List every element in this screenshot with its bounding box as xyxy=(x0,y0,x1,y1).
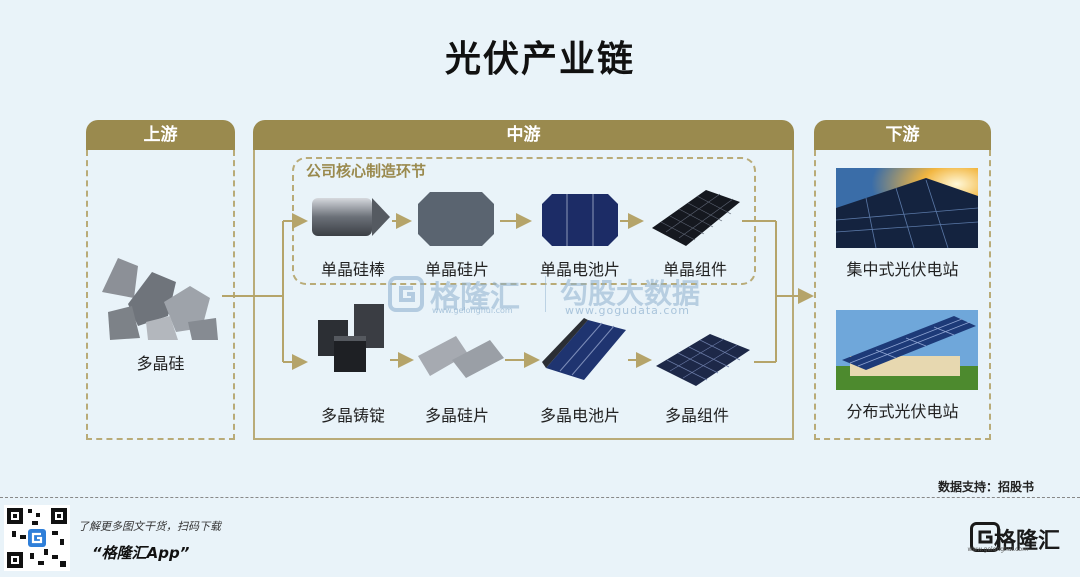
core-manufacturing-label: 公司核心制造环节 xyxy=(302,160,431,181)
gogudata-watermark-url: www.gogudata.com xyxy=(565,304,690,317)
upstream-item-label: 多晶硅 xyxy=(136,354,185,373)
mono-chain-label-2: 单晶硅片 xyxy=(424,260,489,279)
brand-name: 格隆汇 xyxy=(993,529,1060,554)
brand-url: www.gelonghui.com xyxy=(967,546,1028,553)
mono-cell-image xyxy=(542,194,618,246)
gogudata-watermark: 勾股大数据 xyxy=(560,277,701,310)
poly-ingot-image xyxy=(318,304,384,372)
downstream-label-centralized: 集中式光伏电站 xyxy=(846,260,959,279)
midstream-header: 中游 xyxy=(253,120,794,150)
downstream-header: 下游 xyxy=(814,120,991,150)
distributed-station-image xyxy=(836,310,978,390)
poly-chain-label-3: 多晶电池片 xyxy=(539,406,620,425)
mono-chain-label-1: 单晶硅棒 xyxy=(320,260,385,279)
mono-silicon-rod-image xyxy=(312,198,390,236)
watermark-divider xyxy=(545,276,546,312)
downstream-body xyxy=(814,150,991,440)
poly-module-image xyxy=(656,334,750,386)
mono-wafer-image xyxy=(418,192,494,246)
downstream-column: 下游 xyxy=(814,120,991,440)
mono-chain-label-3: 单晶电池片 xyxy=(539,260,620,279)
gelonghui-watermark-url: www.gelonghui.com xyxy=(432,306,513,315)
centralized-station-image xyxy=(836,168,978,248)
data-source: 数据支持：招股书 xyxy=(937,480,1034,494)
poly-cell-image xyxy=(542,318,626,380)
poly-chain-label-2: 多晶硅片 xyxy=(424,406,489,425)
footer-promo-text: 了解更多图文干货，扫码下载 xyxy=(78,520,221,533)
gelonghui-watermark: 格隆汇 xyxy=(430,280,520,315)
polysilicon-image xyxy=(102,258,218,340)
footer-app-name: “格隆汇App” xyxy=(92,544,190,562)
gelonghui-logo-icon xyxy=(970,522,1000,552)
gelonghui-watermark-icon xyxy=(388,276,424,312)
qr-code-icon[interactable] xyxy=(4,505,70,571)
mono-module-image xyxy=(652,190,740,246)
mono-chain-label-4: 单晶组件 xyxy=(662,260,727,279)
poly-wafer-image xyxy=(418,336,504,378)
upstream-header: 上游 xyxy=(86,120,235,150)
page-title: 光伏产业链 xyxy=(444,39,635,80)
downstream-label-distributed: 分布式光伏电站 xyxy=(846,402,959,421)
footer-separator xyxy=(0,497,1080,498)
poly-chain-label-4: 多晶组件 xyxy=(664,406,729,425)
poly-chain-label-1: 多晶铸锭 xyxy=(320,406,385,425)
